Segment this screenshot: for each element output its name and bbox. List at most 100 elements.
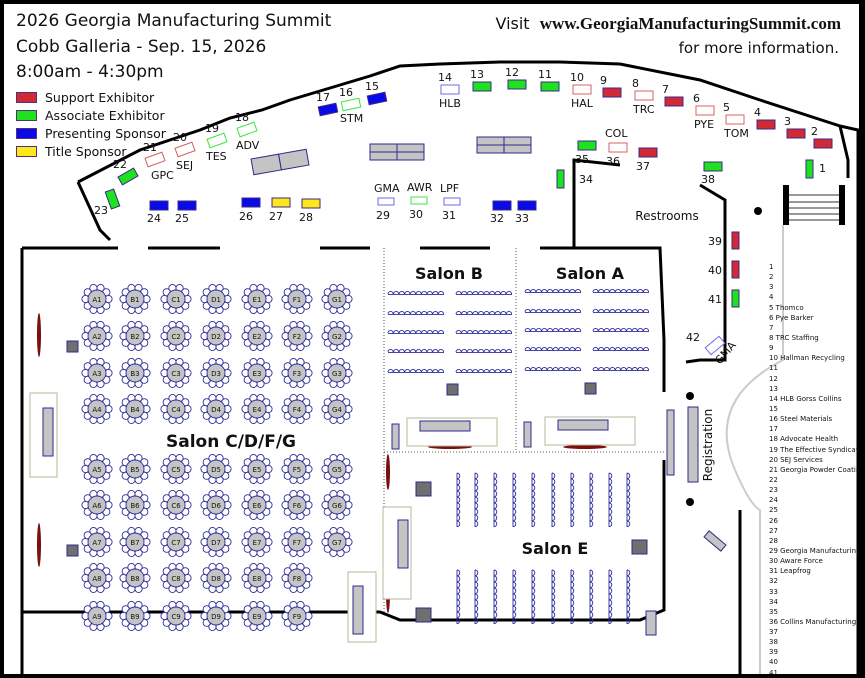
- booth-marker[interactable]: [301, 198, 321, 209]
- table-D4[interactable]: D4: [200, 394, 232, 424]
- table-G2[interactable]: G2: [321, 321, 353, 351]
- booth-marker[interactable]: [540, 81, 560, 92]
- table-D7[interactable]: D7: [200, 527, 232, 557]
- booth-marker[interactable]: [236, 121, 258, 138]
- booth-marker[interactable]: [144, 151, 166, 168]
- table-F9[interactable]: F9: [281, 601, 313, 631]
- booth-13[interactable]: 13: [470, 68, 492, 92]
- booth-marker[interactable]: [572, 84, 592, 95]
- table-C9[interactable]: C9: [160, 601, 192, 631]
- booth-11[interactable]: 11: [538, 68, 560, 92]
- table-B7[interactable]: B7: [119, 527, 151, 557]
- table-C7[interactable]: C7: [160, 527, 192, 557]
- booth-marker[interactable]: [177, 200, 197, 211]
- table-G7[interactable]: G7: [321, 527, 353, 557]
- table-E5[interactable]: E5: [241, 454, 273, 484]
- table-D8[interactable]: D8: [200, 563, 232, 593]
- booth-marker[interactable]: [377, 197, 395, 206]
- table-A8[interactable]: A8: [81, 563, 113, 593]
- table-D1[interactable]: D1: [200, 284, 232, 314]
- table-G5[interactable]: G5: [321, 454, 353, 484]
- booth-41[interactable]: 41: [708, 289, 740, 308]
- table-A6[interactable]: A6: [81, 490, 113, 520]
- booth-32[interactable]: 32: [490, 200, 512, 225]
- booth-26[interactable]: 26: [239, 197, 261, 223]
- table-E3[interactable]: E3: [241, 358, 273, 388]
- table-A3[interactable]: A3: [81, 358, 113, 388]
- table-F4[interactable]: F4: [281, 394, 313, 424]
- table-B2[interactable]: B2: [119, 321, 151, 351]
- booth-33[interactable]: 33: [515, 200, 537, 225]
- booth-marker[interactable]: [366, 91, 388, 106]
- table-D3[interactable]: D3: [200, 358, 232, 388]
- table-E7[interactable]: E7: [241, 527, 273, 557]
- table-B3[interactable]: B3: [119, 358, 151, 388]
- booth-marker[interactable]: [805, 159, 814, 179]
- booth-marker[interactable]: [608, 142, 628, 153]
- table-A9[interactable]: A9: [81, 601, 113, 631]
- table-B9[interactable]: B9: [119, 601, 151, 631]
- booth-17[interactable]: 17: [316, 91, 339, 117]
- booth-7[interactable]: 7: [662, 83, 684, 107]
- booth-marker[interactable]: [634, 90, 654, 101]
- booth-22[interactable]: 22: [113, 158, 139, 186]
- table-F2[interactable]: F2: [281, 321, 313, 351]
- booth-marker[interactable]: [410, 196, 428, 205]
- table-E2[interactable]: E2: [241, 321, 273, 351]
- table-C8[interactable]: C8: [160, 563, 192, 593]
- booth-25[interactable]: 25: [175, 200, 197, 225]
- table-A1[interactable]: A1: [81, 284, 113, 314]
- booth-marker[interactable]: [472, 81, 492, 92]
- table-A7[interactable]: A7: [81, 527, 113, 557]
- table-F3[interactable]: F3: [281, 358, 313, 388]
- booth-marker[interactable]: [241, 197, 261, 208]
- booth-marker[interactable]: [731, 231, 740, 250]
- booth-28[interactable]: 28: [299, 198, 321, 224]
- booth-marker[interactable]: [440, 84, 460, 95]
- booth-35[interactable]: 35: [575, 140, 597, 166]
- booth-marker[interactable]: [731, 289, 740, 308]
- table-G1[interactable]: G1: [321, 284, 353, 314]
- booth-marker[interactable]: [206, 132, 228, 149]
- booth-marker[interactable]: [117, 167, 139, 186]
- table-A4[interactable]: A4: [81, 394, 113, 424]
- table-E1[interactable]: E1: [241, 284, 273, 314]
- table-C1[interactable]: C1: [160, 284, 192, 314]
- table-E6[interactable]: E6: [241, 490, 273, 520]
- booth-marker[interactable]: [556, 169, 565, 189]
- table-E8[interactable]: E8: [241, 563, 273, 593]
- booth-marker[interactable]: [695, 105, 715, 116]
- table-F5[interactable]: F5: [281, 454, 313, 484]
- booth-marker[interactable]: [443, 197, 461, 206]
- table-F1[interactable]: F1: [281, 284, 313, 314]
- table-C4[interactable]: C4: [160, 394, 192, 424]
- table-E9[interactable]: E9: [241, 601, 273, 631]
- booth-1[interactable]: 1: [805, 159, 826, 179]
- table-B5[interactable]: B5: [119, 454, 151, 484]
- booth-39[interactable]: 39: [708, 231, 740, 250]
- table-G4[interactable]: G4: [321, 394, 353, 424]
- booth-34[interactable]: 34: [556, 169, 593, 189]
- booth-15[interactable]: 15: [365, 80, 388, 106]
- table-A5[interactable]: A5: [81, 454, 113, 484]
- table-E4[interactable]: E4: [241, 394, 273, 424]
- booth-9[interactable]: 9: [600, 74, 622, 98]
- table-C3[interactable]: C3: [160, 358, 192, 388]
- booth-marker[interactable]: [271, 197, 291, 208]
- booth-marker[interactable]: [517, 200, 537, 211]
- booth-38[interactable]: 38: [701, 161, 723, 186]
- table-D9[interactable]: D9: [200, 601, 232, 631]
- table-B4[interactable]: B4: [119, 394, 151, 424]
- booth-marker[interactable]: [507, 79, 527, 90]
